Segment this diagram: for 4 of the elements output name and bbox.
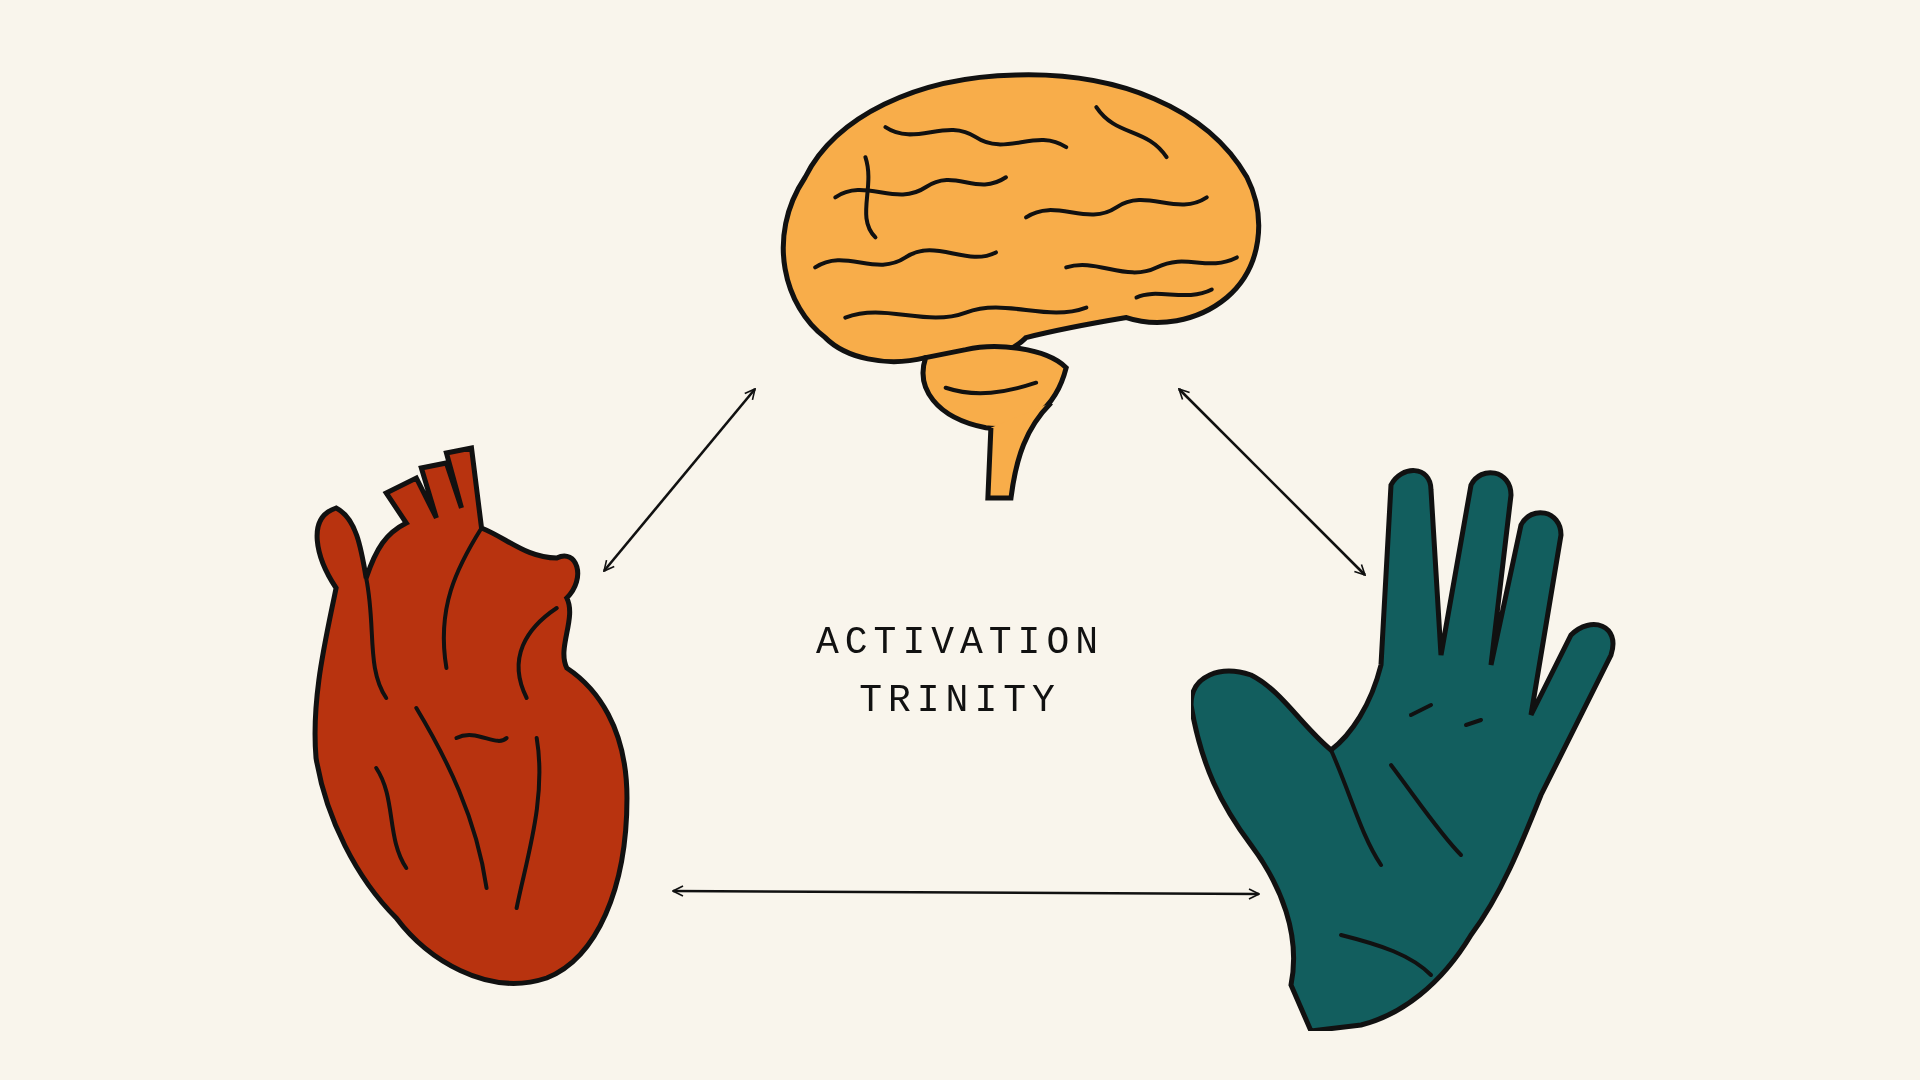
center-title-text: ACTIVATION TRINITY — [814, 620, 1105, 724]
double-arrow — [1178, 388, 1366, 576]
double-arrow — [672, 885, 1260, 900]
double-arrow — [603, 388, 756, 572]
